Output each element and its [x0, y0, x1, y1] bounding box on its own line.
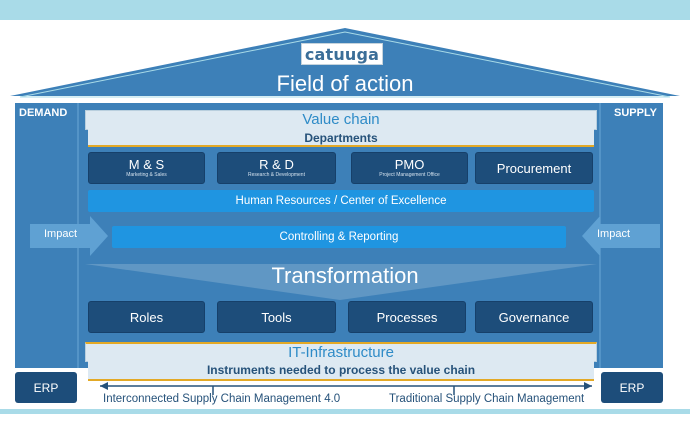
bottom-arrow-head-left — [100, 382, 108, 390]
roof-inner-line — [19, 31, 671, 98]
trans-box-roles[interactable]: Roles — [88, 301, 205, 333]
bottom-band — [0, 409, 690, 431]
dept-box-subtitle: Marketing & Sales — [126, 172, 167, 178]
bottom-stripe — [0, 409, 690, 414]
dept-box-procurement[interactable]: Procurement — [475, 152, 593, 184]
bottom-left-text: Interconnected Supply Chain Management 4… — [103, 393, 341, 405]
impact-left-label: Impact — [44, 228, 78, 240]
instruments-bar: Instruments needed to process the value … — [88, 361, 594, 381]
hr-bar: Human Resources / Center of Excellence — [88, 190, 594, 212]
supply-label: SUPPLY — [614, 107, 658, 119]
dept-box-subtitle: Project Management Office — [379, 172, 440, 178]
top-band — [0, 0, 690, 20]
dept-box-rd[interactable]: R & D Research & Development — [217, 152, 336, 184]
trans-box-label: Roles — [129, 309, 164, 325]
dept-box-subtitle: Research & Development — [248, 172, 305, 178]
bottom-arrow-head-right — [584, 382, 592, 390]
dept-box-title: Procurement — [496, 160, 572, 176]
trans-box-tools[interactable]: Tools — [217, 301, 336, 333]
erp-right-box[interactable]: ERP — [601, 372, 663, 403]
controlling-bar: Controlling & Reporting — [112, 226, 566, 248]
trans-box-governance[interactable]: Governance — [475, 301, 593, 333]
trans-box-label: Tools — [261, 309, 292, 325]
trans-box-label: Governance — [498, 309, 570, 325]
transformation-funnel — [85, 264, 597, 300]
dept-box-pmo[interactable]: PMO Project Management Office — [351, 152, 468, 184]
impact-arrow-right — [582, 216, 660, 256]
it-infrastructure-banner: IT-Infrastructure — [85, 342, 597, 362]
dept-box-ms[interactable]: M & S Marketing & Sales — [88, 152, 205, 184]
dept-box-title: PMO — [394, 157, 425, 172]
impact-arrow-left — [30, 216, 108, 256]
value-chain-banner: Value chain — [85, 110, 597, 130]
catuuga-logo: catuuga — [301, 43, 383, 65]
erp-left-box[interactable]: ERP — [15, 372, 77, 403]
trans-box-processes[interactable]: Processes — [348, 301, 466, 333]
dept-box-title: M & S — [128, 157, 165, 172]
bottom-right-text: Traditional Supply Chain Management — [389, 393, 585, 405]
dept-box-title: R & D — [259, 157, 294, 172]
trans-box-label: Processes — [376, 309, 438, 325]
demand-label: DEMAND — [19, 107, 68, 119]
departments-bar: Departments — [88, 129, 594, 147]
impact-right-label: Impact — [597, 228, 631, 240]
transformation-title: Transformation — [271, 263, 419, 288]
field-of-action-title: Field of action — [276, 71, 414, 96]
